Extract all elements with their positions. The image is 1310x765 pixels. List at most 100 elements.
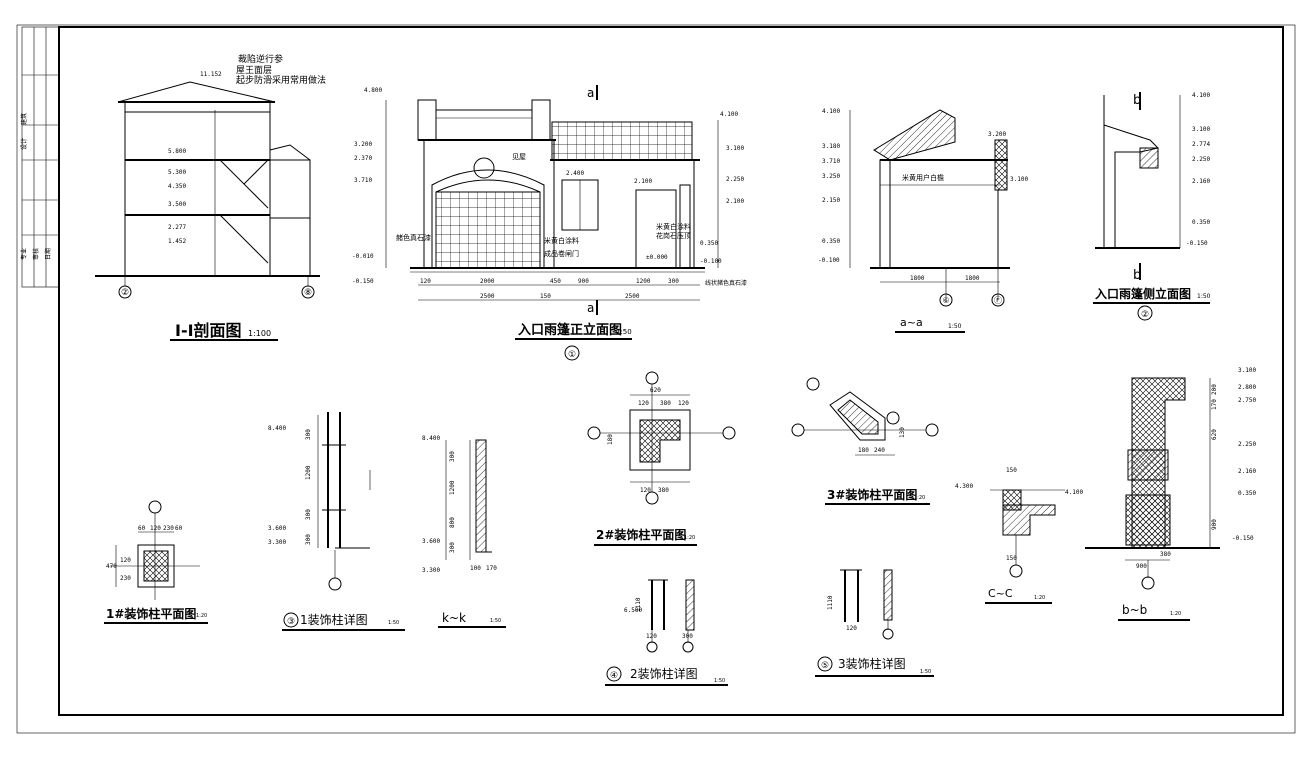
- col3-detail-title: 3装饰柱详图: [838, 656, 906, 671]
- dimension-label: 180: [607, 434, 614, 445]
- dimension-label: 120: [638, 400, 649, 407]
- dimension-label: 1800: [965, 275, 980, 282]
- inner-frame: [58, 26, 1284, 716]
- elevation-label: 8.400: [268, 425, 286, 432]
- elevation-label: 0.350: [822, 238, 840, 245]
- col1-plan-title: 1#装饰柱平面图: [106, 606, 196, 621]
- col3-plan-scale: 1:20: [914, 495, 925, 501]
- elevation-label: 2.150: [822, 197, 840, 204]
- elevation-label: 0.350: [1238, 490, 1256, 497]
- elevation-label: 3.200: [988, 131, 1006, 138]
- elevation-label: -0.150: [352, 278, 374, 285]
- elevation-label: 3.710: [354, 177, 372, 184]
- side-elev-scale: 1:50: [1197, 293, 1211, 300]
- elevation-label: 4.100: [1192, 92, 1210, 99]
- dimension-label: 1800: [910, 275, 925, 282]
- elevation-label: 3.100: [1010, 176, 1028, 183]
- elevation-label: 3.180: [822, 143, 840, 150]
- col2-plan-drawing: [587, 371, 736, 505]
- elevation-label: 3.600: [422, 538, 440, 545]
- elevation-label: 4.100: [1065, 489, 1083, 496]
- col2-plan-scale: 1:20: [684, 535, 695, 541]
- col2-detail-drawing: [606, 579, 695, 682]
- elevation-label: 2.370: [354, 155, 372, 162]
- section-1-note: 起步防滑采用常用做法: [236, 74, 326, 86]
- dimension-label: 450: [550, 278, 561, 285]
- side-elevation-drawing: [1095, 92, 1181, 321]
- elevation-label: 2.400: [566, 170, 584, 177]
- dimension-label: 1200: [636, 278, 651, 285]
- elevation-label: 2.774: [1192, 141, 1210, 148]
- side-elev-cut-mark: b: [1133, 93, 1141, 108]
- section-1-title: I-I剖面图: [175, 321, 242, 340]
- material-label: 赭色真石漆: [396, 233, 431, 242]
- dimension-label: 150: [1006, 467, 1017, 474]
- front-elev-index: ①: [568, 350, 576, 360]
- dimension-label: 300: [449, 542, 456, 553]
- col1-detail-scale: 1:50: [388, 620, 399, 626]
- dimension-label: 230: [163, 525, 174, 532]
- dimension-label: 900: [1211, 519, 1218, 530]
- dimension-label: 300: [305, 534, 312, 545]
- elevation-label: 2.250: [1238, 441, 1256, 448]
- title-block-cell: 审核: [32, 248, 40, 260]
- section-1-axis-right: ⑧: [304, 288, 312, 298]
- dimension-label: 170: [486, 565, 497, 572]
- col3-detail-drawing: [817, 569, 894, 672]
- dimension-label: 300: [449, 451, 456, 462]
- elevation-label: 0.350: [1192, 219, 1210, 226]
- section-cc-scale: 1:20: [1034, 595, 1045, 601]
- dimension-label: 100: [470, 565, 481, 572]
- dimension-label: 900: [1136, 563, 1147, 570]
- kk-title: k~k: [442, 611, 466, 625]
- dimension-label: 620: [1211, 429, 1218, 440]
- dimension-label: 300: [305, 509, 312, 520]
- section-1-note: 屋王面层: [236, 65, 272, 76]
- dimension-label: 60: [175, 525, 183, 532]
- section-1-ridge-elevation: 11.152: [200, 71, 222, 78]
- dimension-label: 1200: [305, 465, 312, 480]
- elevation-label: 2.750: [1238, 397, 1256, 404]
- title-block-cell: 日期: [44, 248, 52, 260]
- material-label: 线状赭色真石漆: [705, 279, 747, 287]
- col1-detail-title: 1装饰柱详图: [300, 612, 368, 627]
- elevation-label: 8.400: [422, 435, 440, 442]
- dimension-label: 300: [305, 429, 312, 440]
- dimension-label: 120: [640, 487, 651, 494]
- side-elev-index: ②: [1141, 310, 1149, 320]
- dimension-label: 150: [540, 293, 551, 300]
- col2-detail-scale: 1:50: [714, 678, 725, 684]
- dimension-label: 200: [1211, 384, 1218, 395]
- front-elev-cut-mark: a: [587, 301, 594, 315]
- elevation-label: 0.350: [700, 240, 718, 247]
- section-aa-label: 米黄用户白檐: [902, 173, 944, 182]
- front-elev-scale: 1:50: [616, 328, 632, 336]
- material-label: 米黄白涂料: [656, 222, 691, 231]
- elevation-label: 3.200: [354, 141, 372, 148]
- dimension-label: 900: [578, 278, 589, 285]
- material-label: 花岗石压顶: [656, 231, 691, 240]
- dimension-label: 620: [650, 387, 661, 394]
- dimension-label: 300: [668, 278, 679, 285]
- dimension-label: 170: [1211, 399, 1218, 410]
- kk-section-drawing: [445, 439, 492, 560]
- elevation-label: 2.100: [726, 198, 744, 205]
- elevation-label: -0.150: [1186, 240, 1208, 247]
- section-aa-scale: 1:50: [948, 323, 962, 330]
- col1-detail-drawing: [283, 412, 371, 628]
- section-1-scale: 1:100: [248, 329, 271, 338]
- elevation-label: 2.100: [634, 178, 652, 185]
- elevation-label: 3.710: [822, 158, 840, 165]
- section-aa-axis-left: ⑥: [942, 296, 949, 305]
- dimension-label: 1200: [449, 480, 456, 495]
- elevation-label: -0.100: [700, 258, 722, 265]
- elevation-label: 5.800: [168, 148, 186, 155]
- dimension-label: 120: [420, 278, 431, 285]
- elevation-label: 5.300: [168, 169, 186, 176]
- elevation-label: 4.300: [955, 483, 973, 490]
- elevation-label: -0.150: [1232, 535, 1254, 542]
- material-label: 见屋: [512, 153, 526, 161]
- title-block-cell: 专业: [20, 248, 28, 260]
- dimension-label: 150: [1006, 555, 1017, 562]
- elevation-label: 3.250: [822, 173, 840, 180]
